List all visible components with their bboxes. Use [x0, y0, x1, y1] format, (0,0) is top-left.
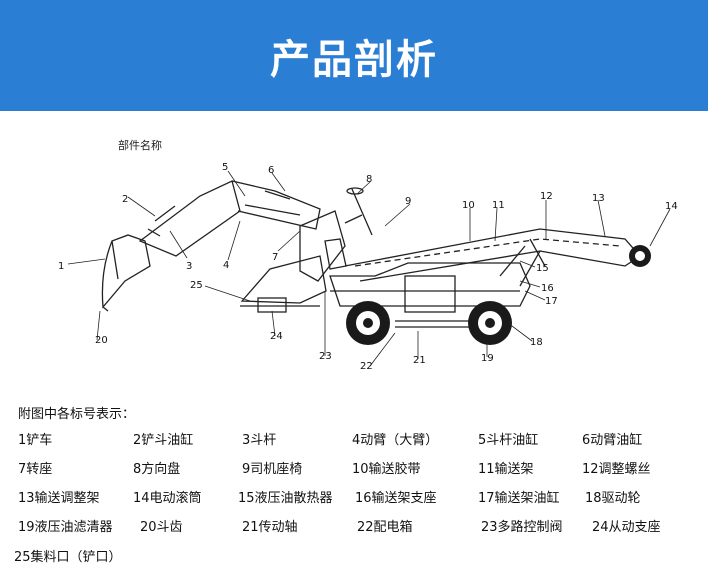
callout-1: 1 — [58, 261, 64, 272]
rotating-seat-shape — [299, 210, 346, 282]
callout-16: 16 — [541, 283, 554, 294]
legend-item: 12调整螺丝 — [582, 462, 651, 477]
callout-22: 22 — [360, 361, 373, 372]
callout-15: 15 — [536, 263, 549, 274]
callout-21: 21 — [413, 355, 426, 366]
callout-4: 4 — [223, 260, 229, 271]
legend-item: 21传动轴 — [242, 520, 298, 535]
machine-drawing: 部件名称 — [58, 138, 678, 372]
legend-item: 5斗杆油缸 — [478, 433, 539, 448]
callout-23: 23 — [319, 351, 332, 362]
callout-17: 17 — [545, 296, 558, 307]
legend-item: 7转座 — [18, 462, 53, 477]
electric-drum — [629, 245, 651, 267]
legend-item: 22配电箱 — [357, 520, 413, 535]
bucket-detail — [102, 240, 119, 312]
adjust-screw-shape — [529, 238, 546, 267]
idler-support-shape — [257, 297, 287, 313]
legend-item: 2铲斗油缸 — [133, 433, 194, 448]
machine-diagram: 部件名称 — [0, 111, 708, 391]
callout-18: 18 — [530, 337, 543, 348]
callout-8: 8 — [366, 174, 372, 185]
legend-item: 15液压油散热器 — [238, 491, 333, 506]
rear-wheel — [468, 301, 512, 345]
stick-cylinder-shape — [244, 190, 301, 216]
stick-shape — [231, 180, 321, 230]
drive-shaft-shape — [395, 320, 470, 328]
legend-item: 18驱动轮 — [585, 491, 641, 506]
callout-24: 24 — [270, 331, 283, 342]
steering-column-shape — [344, 188, 373, 236]
driver-seat-shape — [324, 238, 347, 270]
conveyor-support-shape — [499, 245, 541, 287]
legend-item: 6动臂油缸 — [582, 433, 643, 448]
legend-item: 16输送架支座 — [355, 491, 437, 506]
page-title: 产品剖析 — [270, 36, 438, 83]
steering-wheel-shape — [346, 187, 364, 195]
legend-item: 17输送架油缸 — [478, 491, 560, 506]
diagram-caption: 部件名称 — [118, 138, 162, 152]
callout-14: 14 — [665, 201, 678, 212]
legend-item: 24从动支座 — [592, 520, 661, 535]
legend-item: 9司机座椅 — [242, 462, 303, 477]
callout-19: 19 — [481, 353, 494, 364]
callout-numbers: 1 2 3 4 5 6 7 8 9 10 11 12 13 14 15 16 1… — [58, 162, 678, 372]
bucket-cylinder-shape — [147, 205, 176, 237]
callout-10: 10 — [462, 200, 475, 211]
callout-11: 11 — [492, 200, 505, 211]
legend-item: 19液压油滤清器 — [18, 520, 113, 535]
conveyor-belt-shape — [354, 238, 621, 267]
legend-item: 4动臂（大臂） — [352, 433, 439, 448]
header-banner: 产品剖析 — [0, 0, 708, 111]
callout-7: 7 — [272, 252, 278, 263]
front-wheel — [346, 301, 390, 345]
legend-item: 25集料口（铲口） — [14, 550, 122, 565]
machine-linework — [101, 180, 641, 328]
conveyor-frame-shape — [344, 228, 641, 282]
legend-item: 11输送架 — [478, 462, 534, 477]
legend-item: 3斗杆 — [242, 433, 277, 448]
callout-3: 3 — [186, 261, 192, 272]
boom-arm-shape — [138, 180, 241, 257]
legend-item: 23多路控制阀 — [481, 520, 563, 535]
legend-heading: 附图中各标号表示： — [18, 407, 136, 422]
electrical-box-shape — [404, 275, 456, 313]
callout-2: 2 — [122, 194, 128, 205]
parts-legend: 1铲车 2铲斗油缸 3斗杆 4动臂（大臂） 5斗杆油缸 6动臂油缸 7转座 8方… — [0, 427, 708, 583]
callout-12: 12 — [540, 191, 553, 202]
hopper-shape — [240, 255, 327, 304]
legend-item: 8方向盘 — [133, 462, 181, 477]
callout-6: 6 — [268, 165, 274, 176]
callout-5: 5 — [222, 162, 228, 173]
callout-25: 25 — [190, 280, 203, 291]
leader-lines — [67, 170, 671, 367]
legend-item: 1铲车 — [18, 433, 53, 448]
callout-9: 9 — [405, 196, 411, 207]
bucket-shape — [101, 234, 151, 309]
callout-13: 13 — [592, 193, 605, 204]
legend-item: 10输送胶带 — [352, 462, 421, 477]
legend-item: 13输送调整架 — [18, 491, 100, 506]
callout-20: 20 — [95, 335, 108, 346]
legend-item: 20斗齿 — [140, 520, 183, 535]
legend-item: 14电动滚筒 — [133, 491, 202, 506]
